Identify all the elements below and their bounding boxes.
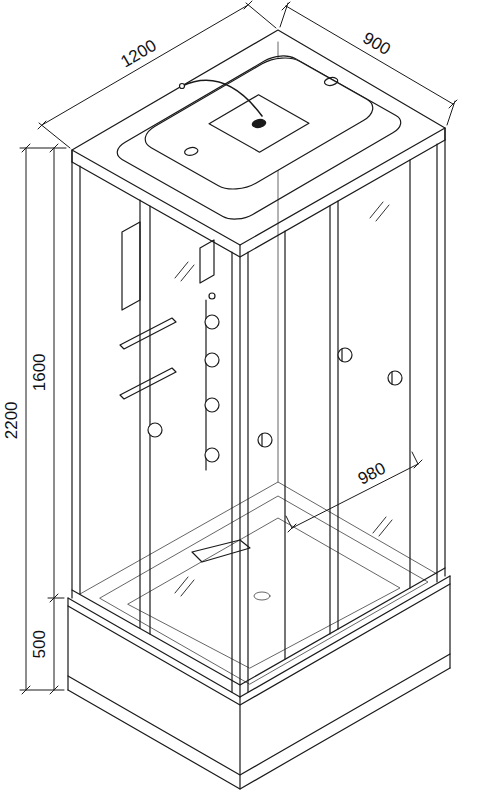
shower-panel — [120, 222, 250, 562]
dimension-label: 900 — [357, 28, 394, 61]
dimension-label: 1200 — [116, 35, 162, 72]
dimension-label: 980 — [353, 458, 390, 489]
roof — [72, 30, 445, 257]
dimension-label: 1600 — [31, 351, 50, 393]
interior-lines — [80, 42, 437, 684]
door-handles — [258, 348, 402, 447]
glass-marks — [175, 202, 392, 596]
shower-tray — [68, 576, 450, 789]
dimension-lines — [20, 1, 457, 694]
dimension-label: 500 — [31, 628, 50, 660]
dimension-label: 2200 — [3, 399, 22, 441]
